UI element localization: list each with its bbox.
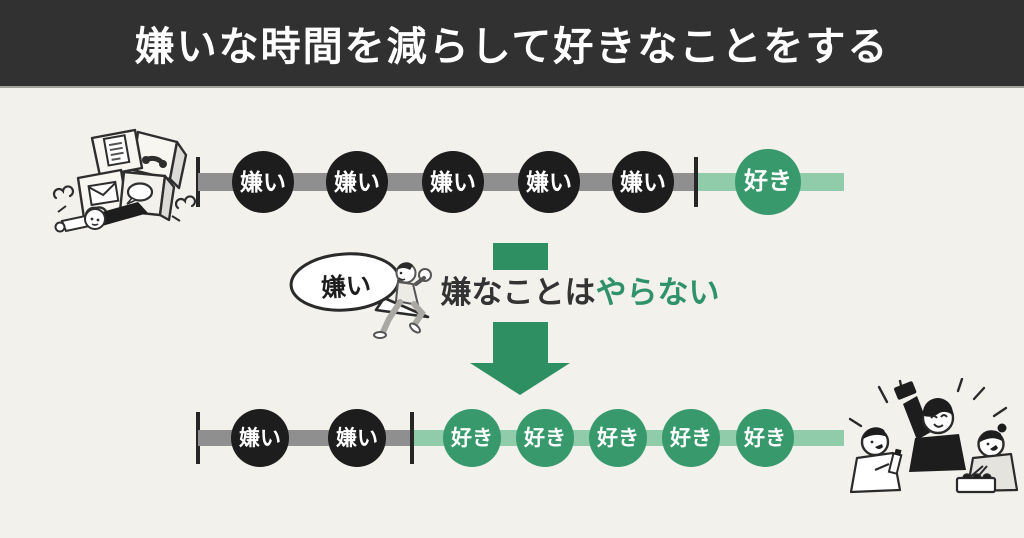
like-circle: 好き bbox=[735, 149, 801, 215]
page-title: 嫌いな時間を減らして好きなことをする bbox=[134, 25, 890, 69]
dislike-circle: 嫌い bbox=[231, 409, 289, 467]
statement-text: 嫌なことはやらない bbox=[420, 275, 740, 311]
header-banner: 嫌いな時間を減らして好きなことをする bbox=[0, 0, 1024, 88]
like-circle: 好き bbox=[662, 409, 720, 467]
dislike-circle: 嫌い bbox=[328, 409, 386, 467]
statement-prefix: 嫌なことは bbox=[440, 275, 596, 310]
dislike-circle: 嫌い bbox=[232, 151, 294, 213]
speech-bubble-tail bbox=[374, 296, 430, 319]
celebrating-people-illustration bbox=[848, 378, 1019, 494]
like-circle: 好き bbox=[516, 409, 574, 467]
bubble-label: 嫌い bbox=[320, 271, 373, 303]
like-circle: 好き bbox=[736, 409, 794, 467]
dislike-circle: 嫌い bbox=[326, 151, 388, 213]
down-arrow-icon bbox=[470, 322, 570, 395]
timeline-divider-tick bbox=[694, 157, 698, 207]
chat-bubble-icon bbox=[126, 182, 154, 205]
overworked-person-under-task-boxes-illustration bbox=[52, 128, 197, 233]
phone-icon bbox=[142, 155, 167, 168]
dislike-circle: 嫌い bbox=[612, 151, 674, 213]
mail-icon bbox=[87, 180, 120, 207]
document-icon bbox=[102, 134, 131, 167]
down-arrow-shaft bbox=[493, 243, 548, 270]
running-person-throwing-away-dislike-illustration bbox=[289, 252, 432, 339]
dislike-circle: 嫌い bbox=[518, 151, 580, 213]
dislike-speech-bubble-group: 嫌い bbox=[288, 242, 458, 350]
timeline-divider-tick-bottom bbox=[410, 412, 414, 464]
like-circle: 好き bbox=[443, 409, 501, 467]
dislike-circle: 嫌い bbox=[422, 151, 484, 213]
like-circle: 好き bbox=[589, 409, 647, 467]
statement-emphasis: やらない bbox=[595, 275, 720, 310]
